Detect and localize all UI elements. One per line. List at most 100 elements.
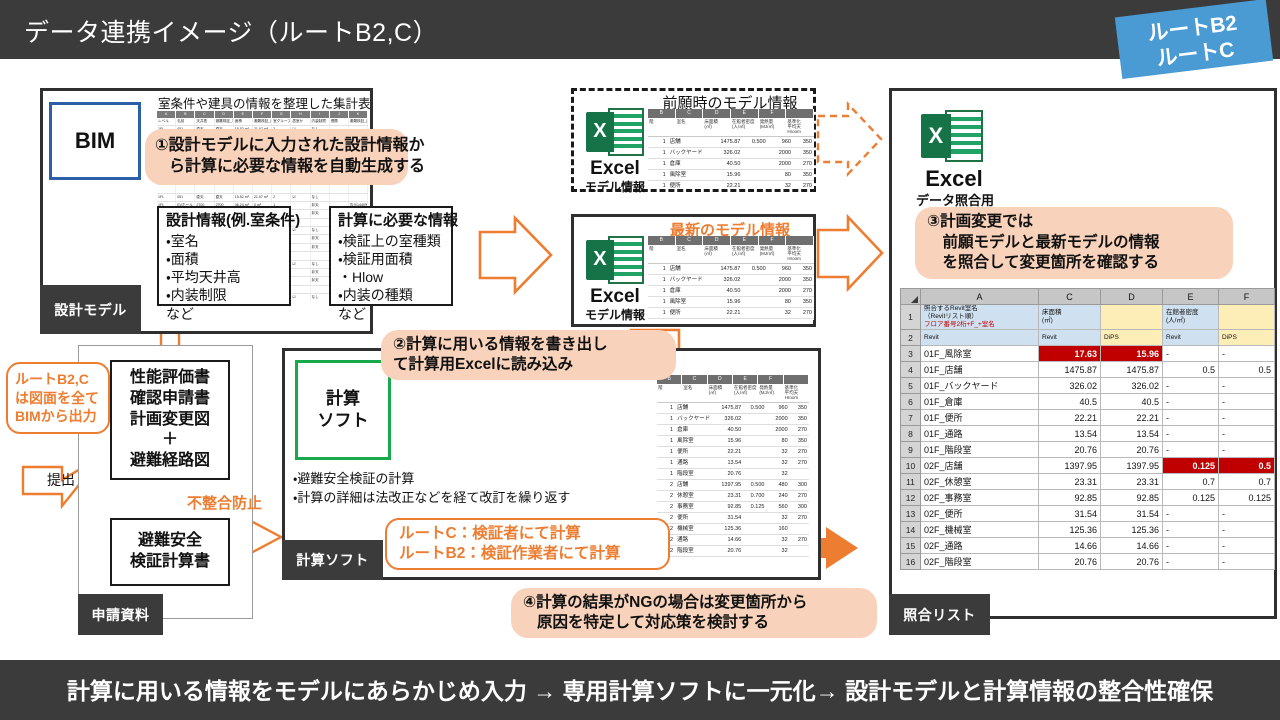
route-note-line2: ルートB2：検証作業者にて計算	[399, 545, 621, 562]
room-name-cell: 01F_階段室	[920, 441, 1039, 459]
evacuation-doc-line2: 検証計算書	[129, 553, 210, 570]
row-header[interactable]: 7	[900, 409, 921, 427]
row-header[interactable]: 13	[900, 505, 921, 523]
row-header[interactable]: 8	[900, 425, 921, 443]
design-model-tag: 設計モデル	[40, 285, 141, 334]
calc-info-list: ・検証上の室種類・検証用面積・Hlow・内装の種類	[338, 232, 445, 305]
row-header[interactable]: 2	[900, 329, 921, 347]
cell-value: 31.54	[1038, 505, 1101, 523]
sheet-corner[interactable]	[900, 288, 921, 305]
excel-sub-verify: データ照合用	[915, 193, 994, 208]
column-header[interactable]: D	[1100, 288, 1163, 305]
design-info-title: 設計情報(例.室条件)	[166, 212, 301, 229]
evacuation-doc-line1: 避難安全	[137, 532, 202, 550]
excel-icon-latest: X	[586, 236, 644, 284]
callout-step3-line3: を照合して変更箇所を確認する	[927, 254, 1160, 272]
room-name-cell: 02F_店舗	[920, 457, 1039, 475]
list-item: ・検証上の室種類	[338, 232, 441, 249]
list-item: ・室名	[166, 232, 199, 249]
cell-value: 20.76	[1038, 441, 1101, 459]
design-info-etc: など	[166, 305, 194, 322]
row-header[interactable]: 15	[900, 537, 921, 555]
room-name-cell: 02F_事務室	[920, 489, 1039, 507]
row-header[interactable]: 12	[900, 489, 921, 507]
calc-soft-box-line1: 計算	[326, 389, 360, 409]
callout-step2: ②計算に用いる情報を書き出し て計算用Excelに読み込み	[381, 330, 676, 380]
cell-value: 1475.87	[1038, 361, 1101, 379]
cell-value: 22.21	[1038, 409, 1101, 427]
room-name-cell: 01F_便所	[920, 409, 1039, 427]
cell-value: 13.54	[1100, 425, 1163, 443]
row-header[interactable]: 1	[900, 303, 921, 331]
cell-value: 14.66	[1038, 537, 1101, 555]
cell-value: 92.85	[1100, 489, 1163, 507]
arrow-model-to-latest-excel	[478, 214, 553, 296]
header-cell-roomname: 照合するRevit室名（Revitリスト順）フロア番号2桁+F_+室名	[920, 303, 1039, 331]
cell-value: -	[1162, 553, 1219, 571]
cell-value: 326.02	[1038, 377, 1101, 395]
calc-soft-tag-label: 計算ソフト	[296, 552, 369, 568]
calc-soft-bullet-1: ・避難安全検証の計算	[293, 471, 415, 486]
column-header[interactable]: C	[1038, 288, 1101, 305]
header-bar	[0, 0, 1280, 59]
cell-value: 13.54	[1038, 425, 1101, 443]
design-model-tag-label: 設計モデル	[54, 301, 127, 318]
row-header[interactable]: 6	[900, 393, 921, 411]
bim-output-line1: ルートB2,C	[15, 371, 89, 388]
cell-mismatch: 17.63	[1038, 345, 1101, 363]
cell-mismatch: 15.96	[1100, 345, 1163, 363]
cell-value: 40.5	[1100, 393, 1163, 411]
room-name-cell: 01F_通路	[920, 425, 1039, 443]
callout-bim-output-note: ルートB2,C は図面を全て BIMから出力	[6, 362, 110, 434]
callout-step1: ①設計モデルに入力された設計情報か ら計算に必要な情報を自動生成する	[145, 129, 425, 185]
cell-value: -	[1218, 441, 1275, 459]
room-name-cell: 02F_便所	[920, 505, 1039, 523]
source-label-cell: Revit	[920, 329, 1039, 347]
cell-value: -	[1162, 537, 1219, 555]
cell-value: -	[1218, 521, 1275, 539]
row-header[interactable]: 11	[900, 473, 921, 491]
excel-icon-prev: X	[586, 108, 644, 156]
row-header[interactable]: 5	[900, 377, 921, 395]
column-header[interactable]: E	[1162, 288, 1219, 305]
row-header[interactable]: 14	[900, 521, 921, 539]
row-header[interactable]: 4	[900, 361, 921, 379]
calc-soft-box-line2: ソフト	[317, 411, 369, 430]
cell-value: 0.5	[1218, 361, 1275, 379]
row-header[interactable]: 10	[900, 457, 921, 475]
column-header[interactable]: A	[920, 288, 1039, 305]
bim-box: BIM	[49, 102, 141, 180]
bim-output-line3: BIMから出力	[15, 408, 97, 425]
row-header[interactable]: 9	[900, 441, 921, 459]
bim-label: BIM	[74, 128, 116, 153]
header-cell-density: 在館者密度(人/㎡)	[1162, 303, 1219, 331]
row-header[interactable]: 3	[900, 345, 921, 363]
cell-value: 92.85	[1038, 489, 1101, 507]
column-header[interactable]: F	[1218, 288, 1275, 305]
page-title: データ連携イメージ（ルートB2,C）	[24, 19, 439, 47]
cell-mismatch: 0.125	[1162, 457, 1219, 475]
row-header[interactable]: 16	[900, 553, 921, 571]
